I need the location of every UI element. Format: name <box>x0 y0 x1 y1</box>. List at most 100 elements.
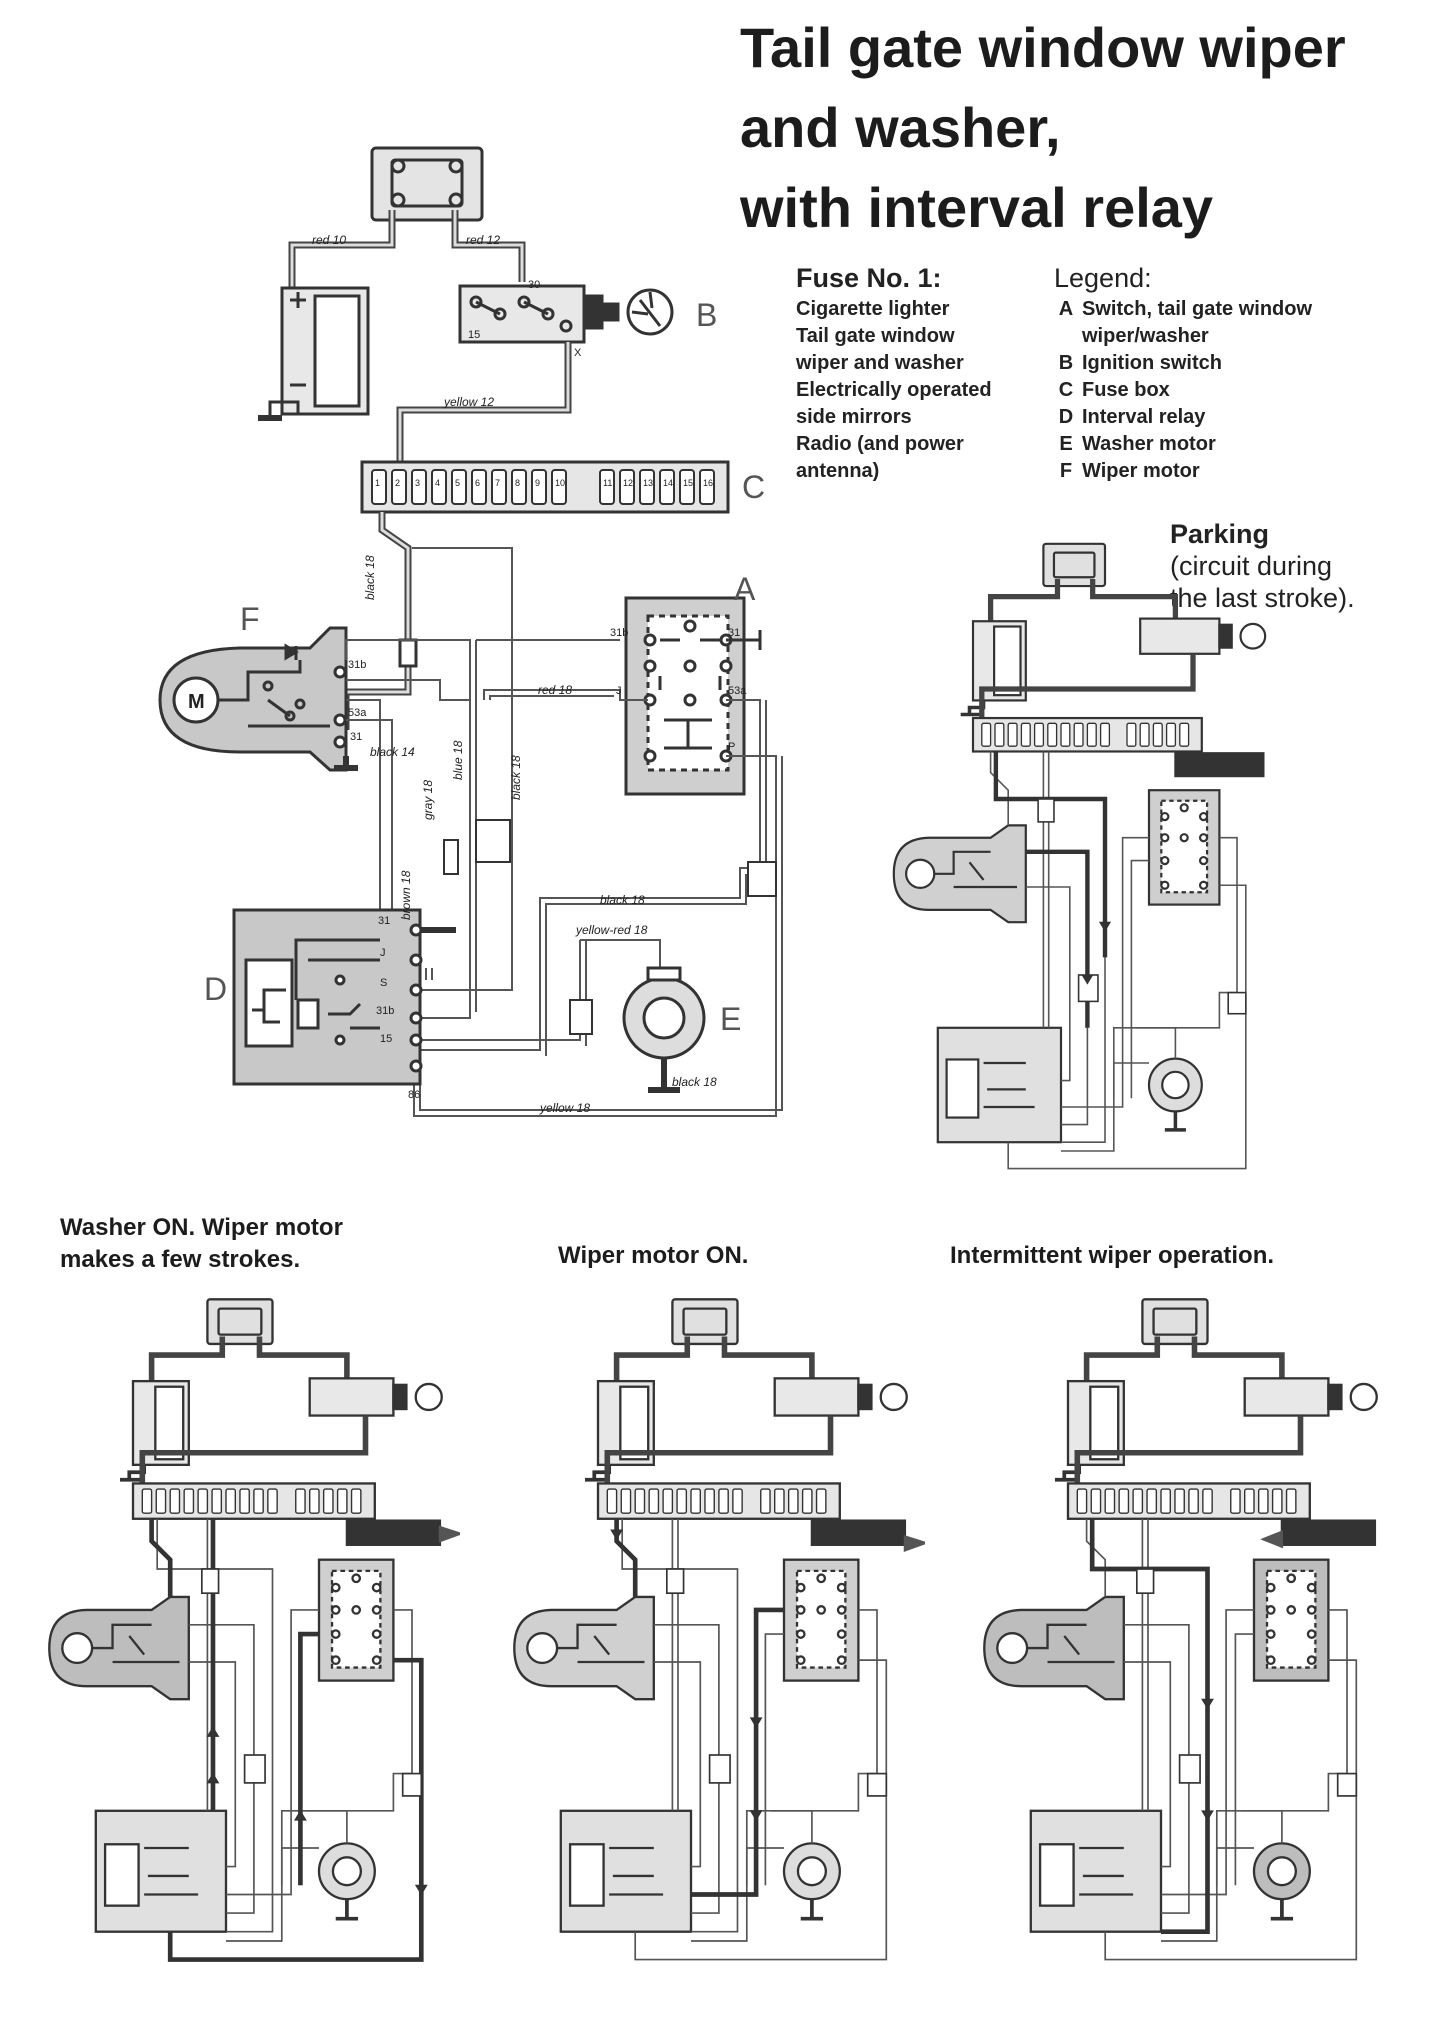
fuse-number: 5 <box>455 478 460 488</box>
terminal-label: J <box>380 947 386 959</box>
title-line-3: with interval relay <box>740 176 1214 239</box>
switch-knob <box>810 1519 907 1546</box>
junction-block <box>1042 542 1107 588</box>
terminal-label: 86 <box>408 1089 420 1101</box>
legend-text: Washer motor <box>1082 433 1216 455</box>
fuse-slot <box>1165 722 1177 747</box>
fuse-slot <box>183 1488 195 1514</box>
parking-title: Parking <box>1170 519 1270 549</box>
caption-washer-on: Washer ON. Wiper motor makes a few strok… <box>60 1212 343 1276</box>
junction-block <box>206 1298 274 1346</box>
fuse-slot <box>391 469 407 505</box>
fuse-slot <box>659 469 675 505</box>
fuse-box <box>360 460 730 514</box>
fuse-slot <box>690 1488 701 1514</box>
state-diagram-parking <box>892 542 1267 1170</box>
fuse-slot <box>1007 722 1018 747</box>
legend-key: C <box>1058 379 1074 401</box>
fuse-slot <box>994 722 1005 747</box>
fuse-number: 6 <box>475 478 480 488</box>
terminal-label: 31b <box>610 627 628 639</box>
terminal-label: X <box>574 347 582 359</box>
switch-knob <box>1174 752 1265 778</box>
fuse-slot <box>141 1488 153 1514</box>
fuse-slot <box>1230 1488 1241 1514</box>
wiper-motor <box>892 824 1027 924</box>
wire-red-10 <box>288 210 396 290</box>
wire-label: yellow 18 <box>539 1101 590 1115</box>
ignition-switch <box>1139 617 1221 655</box>
fuse-slot <box>648 1488 660 1514</box>
parking-line-2: the last stroke). <box>1170 583 1355 613</box>
fuse-heading: Fuse No. 1: <box>796 263 942 293</box>
fuse-slot <box>267 1488 278 1514</box>
fuse-slot <box>1146 1488 1158 1514</box>
ignition-switch <box>308 1377 395 1417</box>
main-wiring-diagram: B C A F D E red 10 red 12 yellow 12 blac… <box>158 146 783 1117</box>
legend-key: A <box>1058 298 1074 320</box>
legend-heading: Legend: <box>1054 263 1152 293</box>
fuse-number: 1 <box>375 478 380 488</box>
fuse-slot <box>1060 722 1071 747</box>
label-c: C <box>742 469 765 505</box>
terminal-label: 15 <box>468 329 480 341</box>
fuse-slot <box>981 722 992 747</box>
label-d: D <box>204 971 227 1007</box>
fuse-number: 8 <box>515 478 520 488</box>
fuse-slot <box>1076 1488 1088 1514</box>
fuse-slot <box>801 1488 813 1514</box>
interval-relay <box>232 908 456 1086</box>
fuse-info: Fuse No. 1: Cigarette lighter Tail gate … <box>790 262 1030 485</box>
fuse-slot <box>1152 722 1163 747</box>
fuse-slot <box>639 469 655 505</box>
fuse-slot <box>1086 722 1097 747</box>
legend-key: F <box>1059 460 1073 482</box>
fuse-slot <box>704 1488 715 1514</box>
fuse-slot <box>1139 722 1150 747</box>
switch-knob <box>345 1519 442 1546</box>
terminal-label: 31b <box>348 659 366 671</box>
fuse-slot <box>1257 1488 1269 1514</box>
wire-label: yellow 12 <box>443 395 494 409</box>
fuse-slot <box>1174 1488 1185 1514</box>
fuse-slot <box>1118 1488 1130 1514</box>
fuse-number: 13 <box>643 478 653 488</box>
fuse-slot <box>451 469 467 505</box>
fuse-slot <box>760 1488 771 1514</box>
fuse-slot <box>599 469 615 505</box>
fuse-slot <box>309 1488 320 1514</box>
wire-label: red 18 <box>538 683 572 697</box>
fuse-item: side mirrors <box>796 406 912 428</box>
fuse-slot <box>1132 1488 1144 1514</box>
fuse-slot <box>431 469 447 505</box>
state-diagram-wiper-on <box>513 1298 925 1961</box>
wiper-motor <box>158 626 358 772</box>
label-e: E <box>720 1001 741 1037</box>
terminal-label: P <box>728 741 735 753</box>
wire-label: black 14 <box>370 745 415 759</box>
fuse-slot <box>1090 1488 1102 1514</box>
fuse-slot <box>531 469 547 505</box>
terminal-label: 30 <box>528 279 540 291</box>
fuse-slot <box>718 1488 729 1514</box>
interval-relay <box>94 1809 228 1933</box>
wire-label: yellow-red 18 <box>575 923 648 937</box>
fuse-slot <box>155 1488 167 1514</box>
fuse-slot <box>787 1488 799 1514</box>
fuse-number: 4 <box>435 478 440 488</box>
fuse-number: 16 <box>703 478 713 488</box>
legend-row: F Wiper motor <box>1050 458 1350 485</box>
state-diagram-intermittent <box>983 1298 1378 1961</box>
fuse-slot <box>197 1488 209 1514</box>
fuse-slot <box>679 469 695 505</box>
fuse-slot <box>511 469 527 505</box>
wire-label: black 18 <box>509 755 523 800</box>
wire-label: blue 18 <box>451 740 465 780</box>
fuse-slot <box>336 1488 348 1514</box>
legend-text: Wiper motor <box>1082 460 1200 482</box>
fuse-slot <box>1160 1488 1171 1514</box>
diagram-title: Tail gate window wiper and washer, with … <box>740 8 1440 248</box>
fuse-slot <box>606 1488 618 1514</box>
